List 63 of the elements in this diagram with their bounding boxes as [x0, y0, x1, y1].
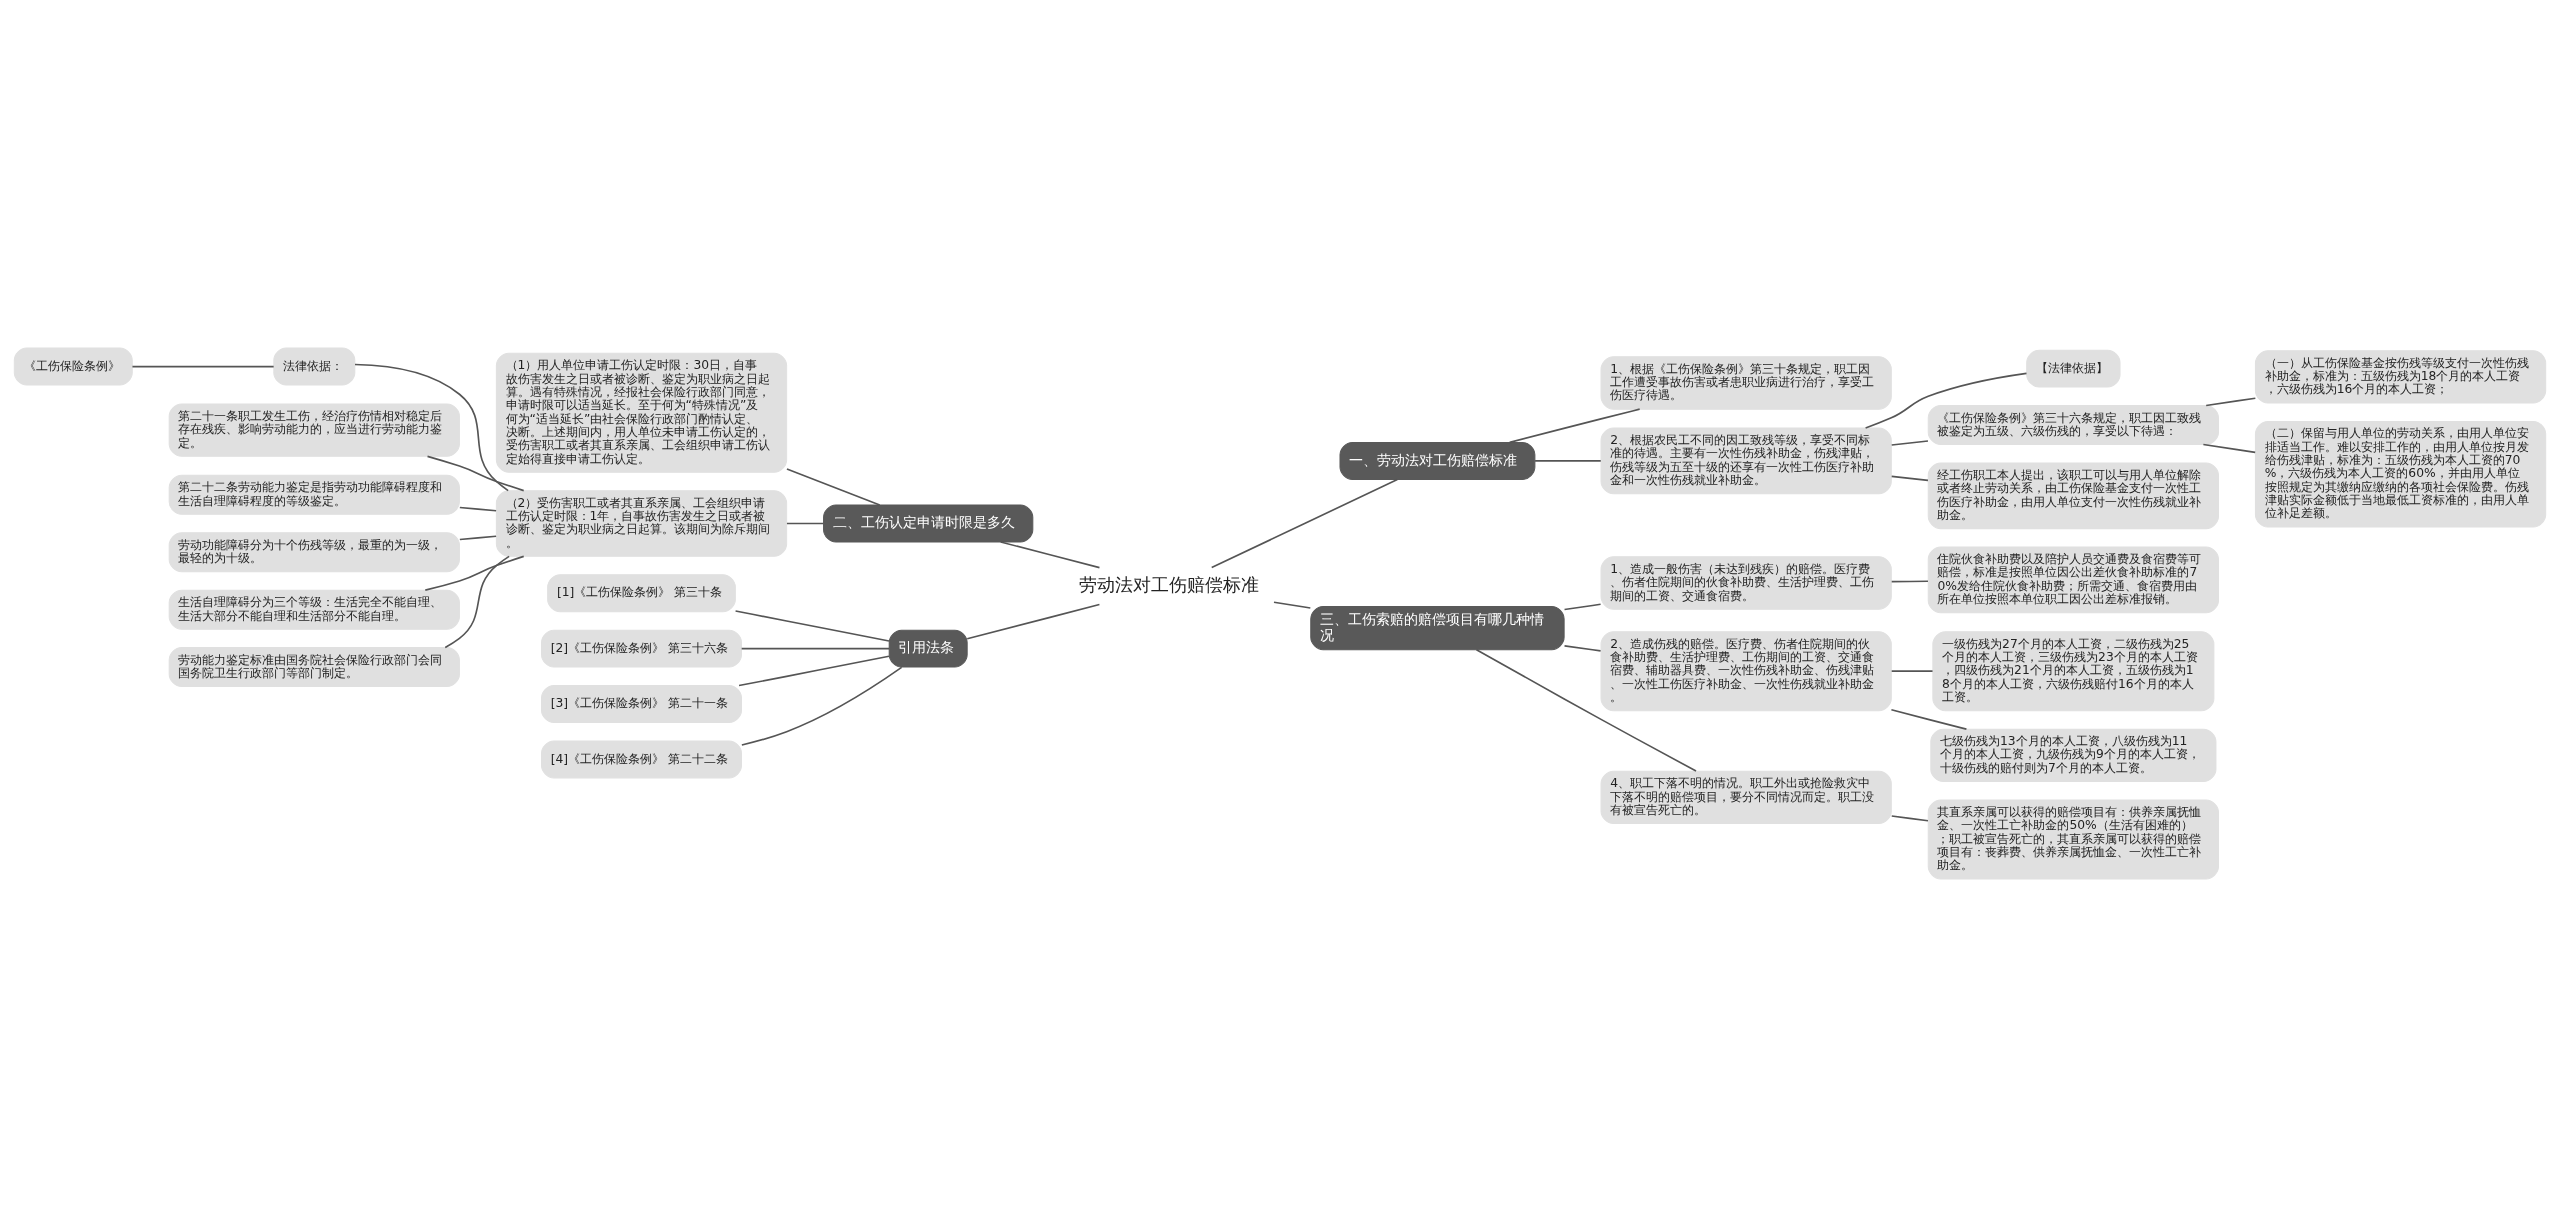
connector	[354, 363, 509, 491]
node-box: 一级伤残为27个月的本人工资，二级伤残为25个月的本人工资，三级伤残为23个月的本人工资，四级伤残为21个月的本人工资，五级伤残为18个月的本人工资，六级伤残赔付16个月的本人工资。	[1932, 630, 2215, 711]
node-box: 劳动功能障碍分为十个伤残等级，最重的为一级，最轻的为十级。	[168, 531, 460, 572]
connector	[444, 555, 510, 648]
connector	[1210, 478, 1399, 568]
node-box: 《工伤保险条例》	[13, 347, 133, 386]
connector	[424, 555, 525, 591]
connector	[1890, 475, 1929, 481]
node-box: [4]《工伤保险条例》 第二十二条	[541, 739, 743, 778]
connector	[966, 603, 1101, 640]
connector	[1890, 814, 1929, 822]
connector	[1508, 407, 1641, 443]
node-box: （一）从工伤保险基金按伤残等级支付一次性伤残补助金，标准为：五级伤残为18个月的本人工资，六级伤残为16个月的本人工资；	[2254, 349, 2547, 403]
node-box: 1、造成一般伤害（未达到残疾）的赔偿。医疗费、伤者住院期间的伙食补助费、生活护理费、工伤期间的工资、交通食宿费。	[1600, 555, 1892, 610]
connector	[131, 365, 275, 367]
node-box: 其直系亲属可以获得的赔偿项目有：供养亲属抚恤金、一次性工亡补助金的50%（生活有困难的）；职工被宣告死亡的，其直系亲属可以获得的赔偿项目有：丧葬费、供养亲属抚恤金、一次性工亡补助金。	[1927, 798, 2220, 879]
node-box: 经工伤职工本人提出，该职工可以与用人单位解除或者终止劳动关系，由工伤保险基金支付一次性工伤医疗补助金，由用人单位支付一次性伤残就业补助金。	[1927, 461, 2220, 529]
connector	[459, 506, 497, 512]
connector	[740, 647, 890, 649]
connector	[2202, 443, 2256, 453]
node-box: 第二十二条劳动能力鉴定是指劳动功能障碍程度和生活自理障碍程度的等级鉴定。	[168, 474, 460, 515]
node-box: 引用法条	[888, 629, 968, 668]
node-box: 生活自理障碍分为三个等级：生活完全不能自理、生活大部分不能自理和生活部分不能自理。	[168, 589, 460, 630]
connector	[1890, 579, 1929, 582]
connector	[1563, 602, 1602, 610]
node-box: 一、劳动法对工伤赔偿标准	[1339, 441, 1536, 480]
node-box: 二、工伤认定申请时限是多久	[823, 504, 1034, 542]
connector	[1890, 439, 1929, 446]
connector	[786, 522, 825, 524]
node-box: （2）受伤害职工或者其直系亲属、工会组织申请工伤认定时限：1年，自事故伤害发生之日或者被诊断、鉴定为职业病之日起算。该期间为除斥期间。	[495, 489, 788, 557]
connector	[1534, 459, 1602, 462]
connector	[999, 540, 1101, 568]
connector	[1890, 708, 1968, 730]
node-box: 法律依据：	[273, 347, 356, 386]
connector	[1890, 669, 1934, 672]
node-box: 劳动能力鉴定标准由国务院社会保险行政部门会同国务院卫生行政部门等部门制定。	[168, 646, 460, 687]
node-box: 第二十一条职工发生工伤，经治疗伤情相对稳定后存在残疾、影响劳动能力的，应当进行劳动能力鉴定。	[168, 403, 460, 457]
node-box: 2、造成伤残的赔偿。医疗费、伤者住院期间的伙食补助费、生活护理费、工伤期间的工资、交通食宿费、辅助器具费、一次性伤残补助金、伤残津贴、一次性工伤医疗补助金、一次性伤残就业补助金。	[1600, 630, 1892, 711]
connector	[1475, 648, 1697, 772]
connector	[738, 654, 890, 686]
node-box: 《工伤保险条例》第三十六条规定，职工因工致残被鉴定为五级、六级伤残的，享受以下待遇：	[1927, 404, 2220, 445]
node-box: [1]《工伤保险条例》 第三十条	[547, 573, 736, 612]
node-box: 三、工伤索赔的赔偿项目有哪几种情况	[1310, 605, 1565, 650]
connector	[1273, 600, 1312, 609]
node-text: 劳动法对工伤赔偿标准	[1078, 573, 1259, 595]
node-box: [2]《工伤保险条例》 第三十六条	[541, 629, 743, 668]
connector	[786, 467, 881, 506]
node-box: 七级伤残为13个月的本人工资，八级伤残为11个月的本人工资，九级伤残为9个月的本人工资，十级伤残的赔付则为7个月的本人工资。	[1930, 728, 2217, 782]
node-box: 【法律依据】	[2026, 349, 2121, 388]
connector	[426, 455, 525, 491]
node-box: 住院伙食补助费以及陪护人员交通费及食宿费等可赔偿，标准是按照单位因公出差伙食补助标准的70%发给住院伙食补助费；所需交通、食宿费用由所在单位按照本单位职工因公出差标准报销。	[1927, 546, 2220, 613]
node-box: [3]《工伤保险条例》 第二十一条	[541, 684, 743, 723]
connector	[459, 534, 497, 540]
connector	[741, 666, 903, 746]
node-box: 1、根据《工伤保险条例》第三十条规定，职工因工作遭受事故伤害或者患职业病进行治疗，享受工伤医疗待遇。	[1600, 355, 1892, 410]
node-box: 2、根据农民工不同的因工致残等级，享受不同标准的待遇。主要有一次性伤残补助金，伤残津贴，伤残等级为五至十级的还享有一次性工伤医疗补助金和一次性伤残就业补助金。	[1600, 427, 1892, 494]
connector	[734, 609, 890, 642]
connector	[2205, 396, 2257, 406]
node-box: （1）用人单位申请工伤认定时限：30日，自事故伤害发生之日或者被诊断、鉴定为职业病之日起算。遇有特殊情况，经报社会保险行政部门同意，申请时限可以适当延长。至于何为“特殊情况”及何为“适当延长”由社会保险行政部门酌情认定、决断。上述期间内，用人单位未申请工伤认定的，受伤害职工或者其直系亲属、工会组织申请工伤认定始得直接申请工伤认定。	[495, 352, 788, 473]
node-box: 4、职工下落不明的情况。职工外出或抢险救灾中下落不明的赔偿项目，要分不同情况而定。职工没有被宣告死亡的。	[1600, 770, 1892, 824]
node-box: （二）保留与用人单位的劳动关系，由用人单位安排适当工作。难以安排工作的，由用人单位按月发给伤残津贴，标准为：五级伤残为本人工资的70%，六级伤残为本人工资的60%，并由用人单位按照规定为其缴纳应缴纳的各项社会保险费。伤残津贴实际金额低于当地最低工资标准的，由用人单位补足差额。	[2254, 420, 2547, 528]
connector	[1864, 372, 2028, 429]
connector	[1563, 644, 1602, 652]
